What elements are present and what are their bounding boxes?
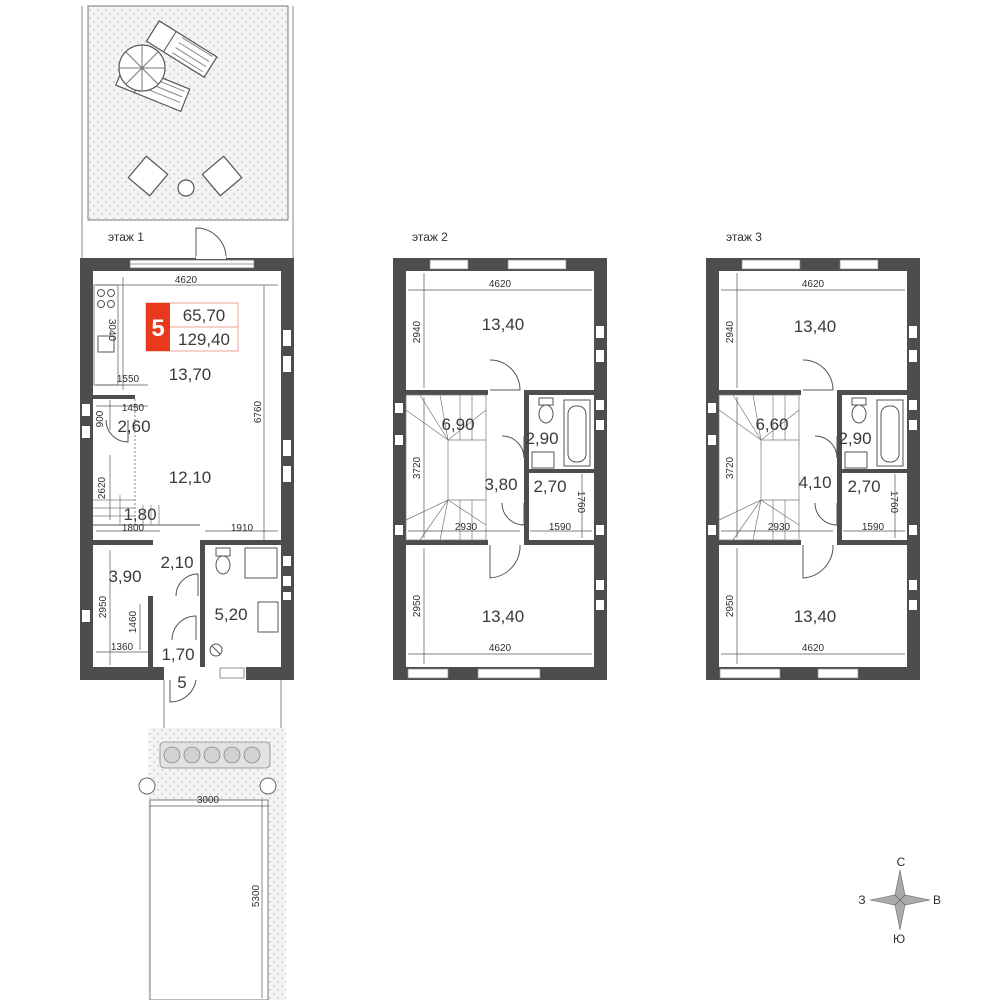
room-area: 13,40 — [482, 315, 525, 334]
bathtub-icon — [563, 399, 591, 467]
dim-label: 1760 — [575, 491, 586, 514]
shrub-icon — [159, 741, 271, 769]
shower-icon — [244, 547, 278, 579]
room-area: 13,70 — [169, 365, 212, 384]
room-area: 1,80 — [123, 505, 156, 524]
toilet-icon — [851, 397, 867, 424]
floor-2-label: этаж 2 — [412, 230, 448, 244]
dim-label: 1590 — [549, 522, 572, 533]
floor-1-label: этаж 1 — [108, 230, 144, 244]
dim-label: 4620 — [489, 643, 512, 654]
compass-south: Ю — [893, 932, 905, 946]
dim-label: 1450 — [122, 403, 145, 414]
dim-label: 5300 — [251, 884, 262, 907]
dim-label: 1550 — [117, 374, 140, 385]
post-icon — [138, 777, 156, 795]
dim-label: 3720 — [412, 456, 423, 479]
apartment-badge: 5 65,70 129,40 — [145, 302, 239, 352]
room-area: 3,90 — [108, 567, 141, 586]
sink-icon — [257, 601, 279, 633]
room-area: 4,10 — [798, 473, 831, 492]
chair-icon — [127, 155, 243, 197]
dim-label: 2940 — [412, 320, 423, 343]
dim-label: 900 — [95, 410, 106, 427]
bathtub-icon — [876, 399, 904, 467]
room-area: 12,10 — [169, 468, 212, 487]
apartment-number-badge — [146, 303, 170, 351]
room-area: 6,60 — [755, 415, 788, 434]
room-area: 2,90 — [838, 429, 871, 448]
stairs-icon — [93, 495, 160, 525]
compass-rose-icon — [869, 869, 931, 931]
table-icon — [177, 179, 195, 197]
dim-label: 2620 — [97, 476, 108, 499]
sink-icon — [844, 451, 868, 469]
dim-label: 2950 — [412, 594, 423, 617]
living-area: 65,70 — [183, 306, 226, 325]
dim-label: 1460 — [128, 610, 139, 633]
dim-label: 3720 — [725, 456, 736, 479]
post-icon — [259, 777, 277, 795]
toilet-icon — [538, 397, 554, 424]
dim-label: 4620 — [489, 279, 512, 290]
dim-label: 4620 — [802, 279, 825, 290]
apartment-number: 5 — [151, 315, 164, 342]
dim-label: 6760 — [253, 400, 264, 423]
room-area: 5 — [177, 673, 186, 692]
stairs-icon — [718, 394, 800, 541]
room-area: 13,40 — [482, 607, 525, 626]
room-area: 13,40 — [794, 317, 837, 336]
dim-label: 2950 — [98, 595, 109, 618]
floor-3: 4620 2940 3720 2930 1760 1590 2950 4620 … — [706, 258, 920, 680]
dim-label: 4620 — [802, 643, 825, 654]
dim-label: 2930 — [455, 522, 478, 533]
dim-label: 1590 — [862, 522, 885, 533]
yard: 3000 5300 — [138, 728, 286, 1000]
floor-2: 4620 2940 3720 2930 1760 1590 2950 4620 … — [393, 258, 607, 680]
room-area: 1,70 — [161, 645, 194, 664]
compass-north: С — [897, 855, 906, 869]
room-area: 2,70 — [847, 477, 880, 496]
room-area: 6,90 — [441, 415, 474, 434]
dim-label: 1800 — [122, 523, 145, 534]
terrace — [81, 5, 294, 258]
floor-1: 4620 3040 1550 1450 900 6760 2620 1800 1… — [80, 227, 294, 728]
room-area: 3,80 — [484, 475, 517, 494]
dim-label: 1360 — [111, 642, 134, 653]
room-area: 13,40 — [794, 607, 837, 626]
boiler-icon — [209, 643, 223, 657]
compass-west: З — [858, 893, 865, 907]
room-area: 2,10 — [160, 553, 193, 572]
room-area: 2,90 — [525, 429, 558, 448]
dim-label: 2940 — [725, 320, 736, 343]
stairs-icon — [405, 394, 487, 541]
dim-label: 1910 — [231, 523, 254, 534]
compass: С Ю З В — [858, 855, 941, 946]
dim-label: 3040 — [106, 319, 117, 342]
dim-label: 1760 — [888, 491, 899, 514]
room-area: 2,70 — [533, 477, 566, 496]
dim-label: 2950 — [725, 594, 736, 617]
room-area: 5,20 — [214, 605, 247, 624]
sink-icon — [531, 451, 555, 469]
toilet-icon — [215, 547, 231, 575]
dim-label: 3000 — [197, 795, 220, 806]
umbrella-icon — [118, 44, 166, 92]
floor-3-label: этаж 3 — [726, 230, 762, 244]
dim-label: 2930 — [768, 522, 791, 533]
room-area: 2,60 — [117, 417, 150, 436]
dim-label: 4620 — [175, 275, 198, 286]
compass-east: В — [933, 893, 941, 907]
total-area: 129,40 — [178, 330, 230, 349]
